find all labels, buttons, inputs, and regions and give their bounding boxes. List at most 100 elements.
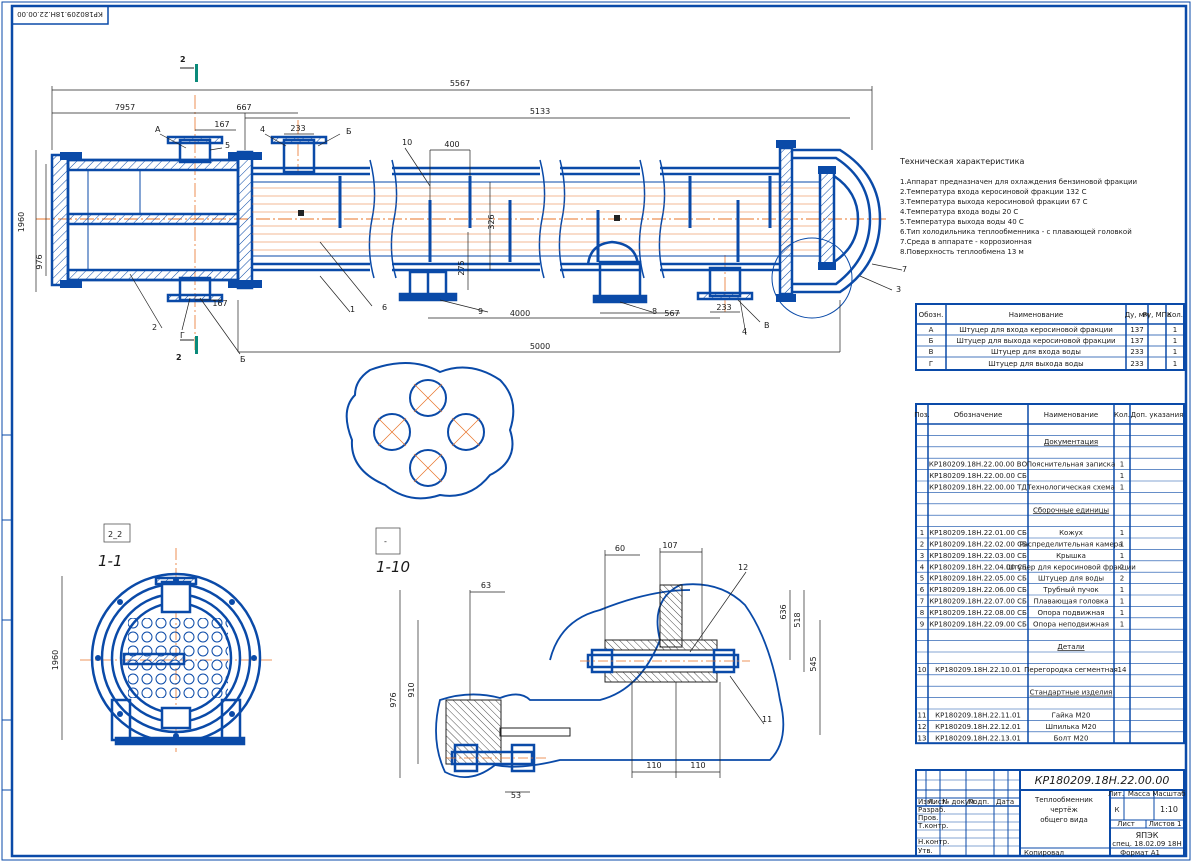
spec-header: Кол.	[1114, 411, 1130, 419]
lit-header: Лит.	[1108, 790, 1124, 798]
spec-cell: Крышка	[1056, 552, 1086, 560]
dim-545: 545	[809, 656, 818, 671]
spec-header: Обозначение	[954, 411, 1003, 419]
spec-cell: КР180209.18Н.22.00.00 ТД	[929, 484, 1027, 492]
spec-cell: 1	[1120, 598, 1124, 606]
bundle-detail	[345, 361, 515, 500]
nozzle-th: Ру, МПа	[1143, 311, 1171, 319]
spec-header: Наименование	[1044, 411, 1098, 419]
spec-cell: КР180209.18Н.22.01.00 СБ	[929, 529, 1027, 537]
role-label: Т.контр.	[917, 822, 948, 830]
nozzle-b	[270, 135, 328, 174]
dim-1960: 1960	[17, 212, 26, 232]
nozzle-cell: Б	[929, 337, 934, 345]
role-label: Пров.	[918, 814, 938, 822]
nozzle-cell: 1	[1173, 326, 1177, 334]
nozzle-cell: 1	[1173, 348, 1177, 356]
view2-title: 1-10	[376, 558, 410, 576]
dim-400: 400	[444, 140, 459, 149]
pos-7: 7	[902, 265, 907, 274]
spec-cell: КР180209.18Н.22.00.00 СБ	[929, 472, 1027, 480]
spec-cell: 1	[1120, 552, 1124, 560]
spec-cell: Штуцер для керосиновой фракции	[1006, 563, 1136, 571]
nozzle-cell: В	[929, 348, 934, 356]
nozzle-cell: 1	[1173, 360, 1177, 368]
spec-cell: КР180209.18Н.22.04.00 СБ	[929, 563, 1027, 571]
role-label: Утв.	[918, 847, 933, 855]
leaders	[129, 133, 903, 355]
spec-section-title: Детали	[1057, 643, 1084, 651]
side-stamp-code: КР180209.18Н.22.00.00	[17, 10, 103, 18]
spec-cell: Распределительная камера	[1020, 541, 1123, 549]
dim-167-bottom: 167	[212, 299, 227, 308]
spec-cell: КР180209.18Н.22.03.00 СБ	[929, 552, 1027, 560]
spec-cell: КР180209.18Н.22.09.00 СБ	[929, 620, 1027, 628]
dim-636: 636	[779, 604, 788, 619]
dim-233-top: 233	[290, 124, 305, 133]
spec-cell: Шпилька М20	[1046, 723, 1097, 731]
dim-275: 275	[457, 260, 466, 275]
nozzle-cell: Штуцер для входа воды	[991, 348, 1081, 356]
scale-value: 1:10	[1160, 805, 1178, 814]
nozzle-cell: А	[929, 326, 934, 334]
spec-cell: 1	[1120, 484, 1124, 492]
nozzle-cell: 1	[1173, 337, 1177, 345]
nozzle-table: Обозн. Наименование Ду, мм Ру, МПа Кол. …	[915, 303, 1185, 371]
drawing-name-3: общего вида	[1040, 816, 1088, 824]
dim-110-left: 110	[646, 761, 661, 770]
nozzle-th: Ду, мм	[1125, 311, 1150, 319]
main-view: 5567 7957 667 5133 167 233 400 1960 976 …	[17, 55, 907, 364]
flange-detail-view: - 1-10	[375, 527, 821, 800]
nozzle-cell: 233	[1130, 348, 1143, 356]
pos-2: 2	[152, 323, 157, 332]
spec-cell: КР180209.18Н.22.12.01	[935, 723, 1021, 731]
nozzle-cell: Г	[929, 360, 933, 368]
nozzle-cell: 137	[1130, 337, 1143, 345]
nozzle-label-v: В	[764, 321, 770, 330]
spec-cell: 1	[1120, 529, 1124, 537]
pos-1: 1	[350, 305, 355, 314]
spec-cell: 5	[920, 575, 924, 583]
nozzle-v	[696, 266, 754, 301]
role-label: Подп.	[968, 798, 989, 806]
dim-567: 567	[664, 309, 679, 318]
cross-section-bolts	[95, 577, 257, 739]
drawing-name-1: Теплообменник	[1034, 796, 1093, 804]
dim-5000: 5000	[530, 342, 550, 351]
dim-976: 976	[35, 254, 44, 269]
spec-cell: 1	[1120, 461, 1124, 469]
view2-tag: -	[384, 537, 387, 546]
pos-3: 3	[896, 285, 901, 294]
spec-cell: Перегородка сегментная	[1024, 666, 1118, 674]
sheets-label: Листов 1	[1149, 820, 1182, 828]
dim-326: 326	[487, 214, 496, 229]
spec-cell: Плавающая головка	[1033, 598, 1108, 606]
tech-line: 7.Среда в аппарате - коррозионная	[900, 238, 1032, 246]
spec-cell: 3	[920, 552, 924, 560]
nozzle-th: Обозн.	[919, 311, 944, 319]
spec-cell: Трубный пучок	[1042, 586, 1098, 594]
cross-section-view: 2_2 1-1 1960	[51, 523, 272, 752]
role-label: № докум.	[942, 798, 977, 806]
pos-4-top: 4	[260, 125, 265, 134]
spec-cell: 4	[920, 563, 925, 571]
position-labels: А Б 4 5 10 2 1 6 9 8 4 В 7 3 Г Б	[152, 125, 907, 364]
dim-53: 53	[511, 791, 521, 800]
spec-cell: 1	[1120, 609, 1124, 617]
spec-cell: Опора подвижная	[1037, 609, 1104, 617]
spec-cell: КР180209.18Н.22.00.00 ВО	[929, 461, 1028, 469]
tech-title: Техническая характеристика	[899, 157, 1025, 166]
spec-cell: 6	[920, 586, 925, 594]
lit-value: К	[1115, 806, 1120, 814]
dim-910: 910	[407, 682, 416, 697]
role-label: Изм.	[918, 798, 934, 806]
spec-section-title: Сборочные единицы	[1033, 506, 1109, 514]
spec-cell: Кожух	[1059, 529, 1083, 537]
tech-line: 1.Аппарат предназначен для охлаждения бе…	[900, 178, 1137, 186]
spec-cell: Гайка М20	[1052, 712, 1091, 720]
spec-cell: 7	[920, 598, 924, 606]
nozzle-label-a: А	[155, 125, 161, 134]
tube-bundle	[252, 187, 820, 251]
